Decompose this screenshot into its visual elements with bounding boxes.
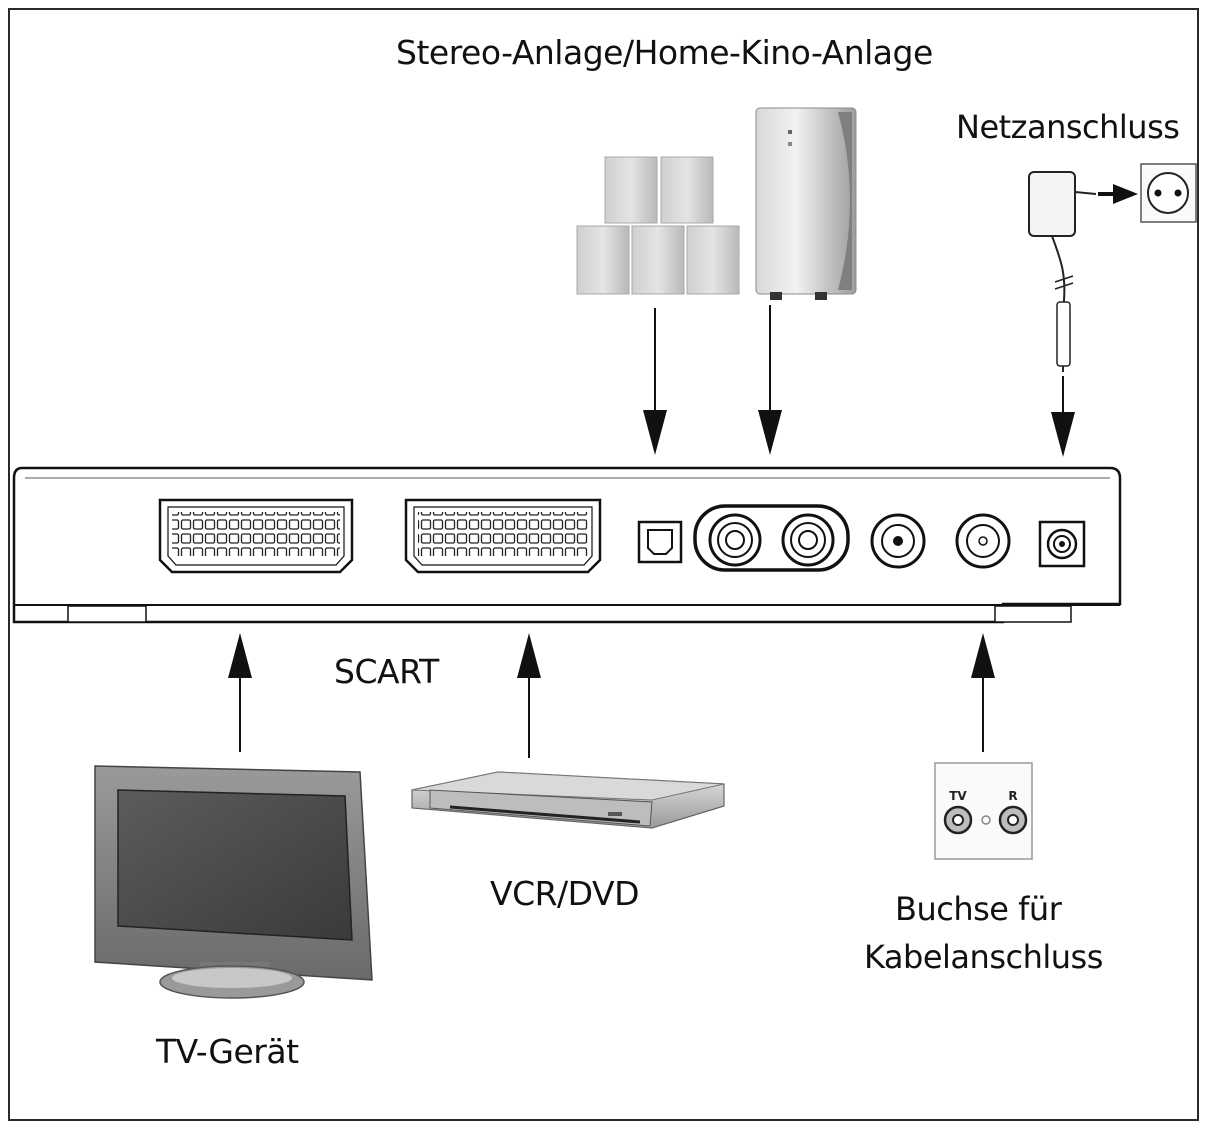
vcr-label: VCR/DVD	[490, 874, 639, 913]
diagram-frame	[8, 8, 1199, 1121]
power-arrow	[1098, 184, 1138, 204]
arrow-power-to-dc	[1051, 376, 1075, 457]
power-label: Netzanschluss	[956, 108, 1180, 146]
antenna-wall-socket-icon: TV R	[934, 762, 1033, 860]
tv-set-icon	[94, 765, 373, 999]
receiver-icon	[12, 466, 1122, 624]
dc-power-port	[1038, 520, 1086, 568]
vcr-dvd-player-icon	[411, 771, 725, 829]
cable-label-line1: Buchse für	[895, 890, 1062, 928]
arrow-cable-to-antenna-in	[971, 633, 995, 752]
antenna-in-port	[955, 513, 1011, 569]
scart-port-2	[404, 498, 602, 574]
subwoofer-icon	[755, 107, 857, 300]
cable-label-line2: Kabelanschluss	[864, 938, 1103, 976]
stereo-label: Stereo-Anlage/Home-Kino-Anlage	[396, 33, 933, 72]
optical-port	[637, 520, 683, 564]
speaker-set-icon	[576, 156, 740, 295]
wall-tv-label: TV	[949, 789, 967, 803]
arrow-subwoofer-to-rca	[758, 305, 782, 455]
rca-audio-ports	[693, 504, 850, 572]
arrow-tv-to-scart1	[228, 633, 252, 752]
antenna-out-port	[870, 513, 926, 569]
wall-socket-icon	[1140, 163, 1197, 223]
arrow-vcr-to-scart2	[517, 633, 541, 758]
arrow-speakers-to-optical	[643, 308, 667, 455]
power-adapter-icon	[1028, 171, 1097, 373]
scart-label: SCART	[334, 652, 439, 691]
wall-r-label: R	[1008, 789, 1017, 803]
scart-port-1	[158, 498, 354, 574]
tv-label: TV-Gerät	[156, 1032, 299, 1071]
